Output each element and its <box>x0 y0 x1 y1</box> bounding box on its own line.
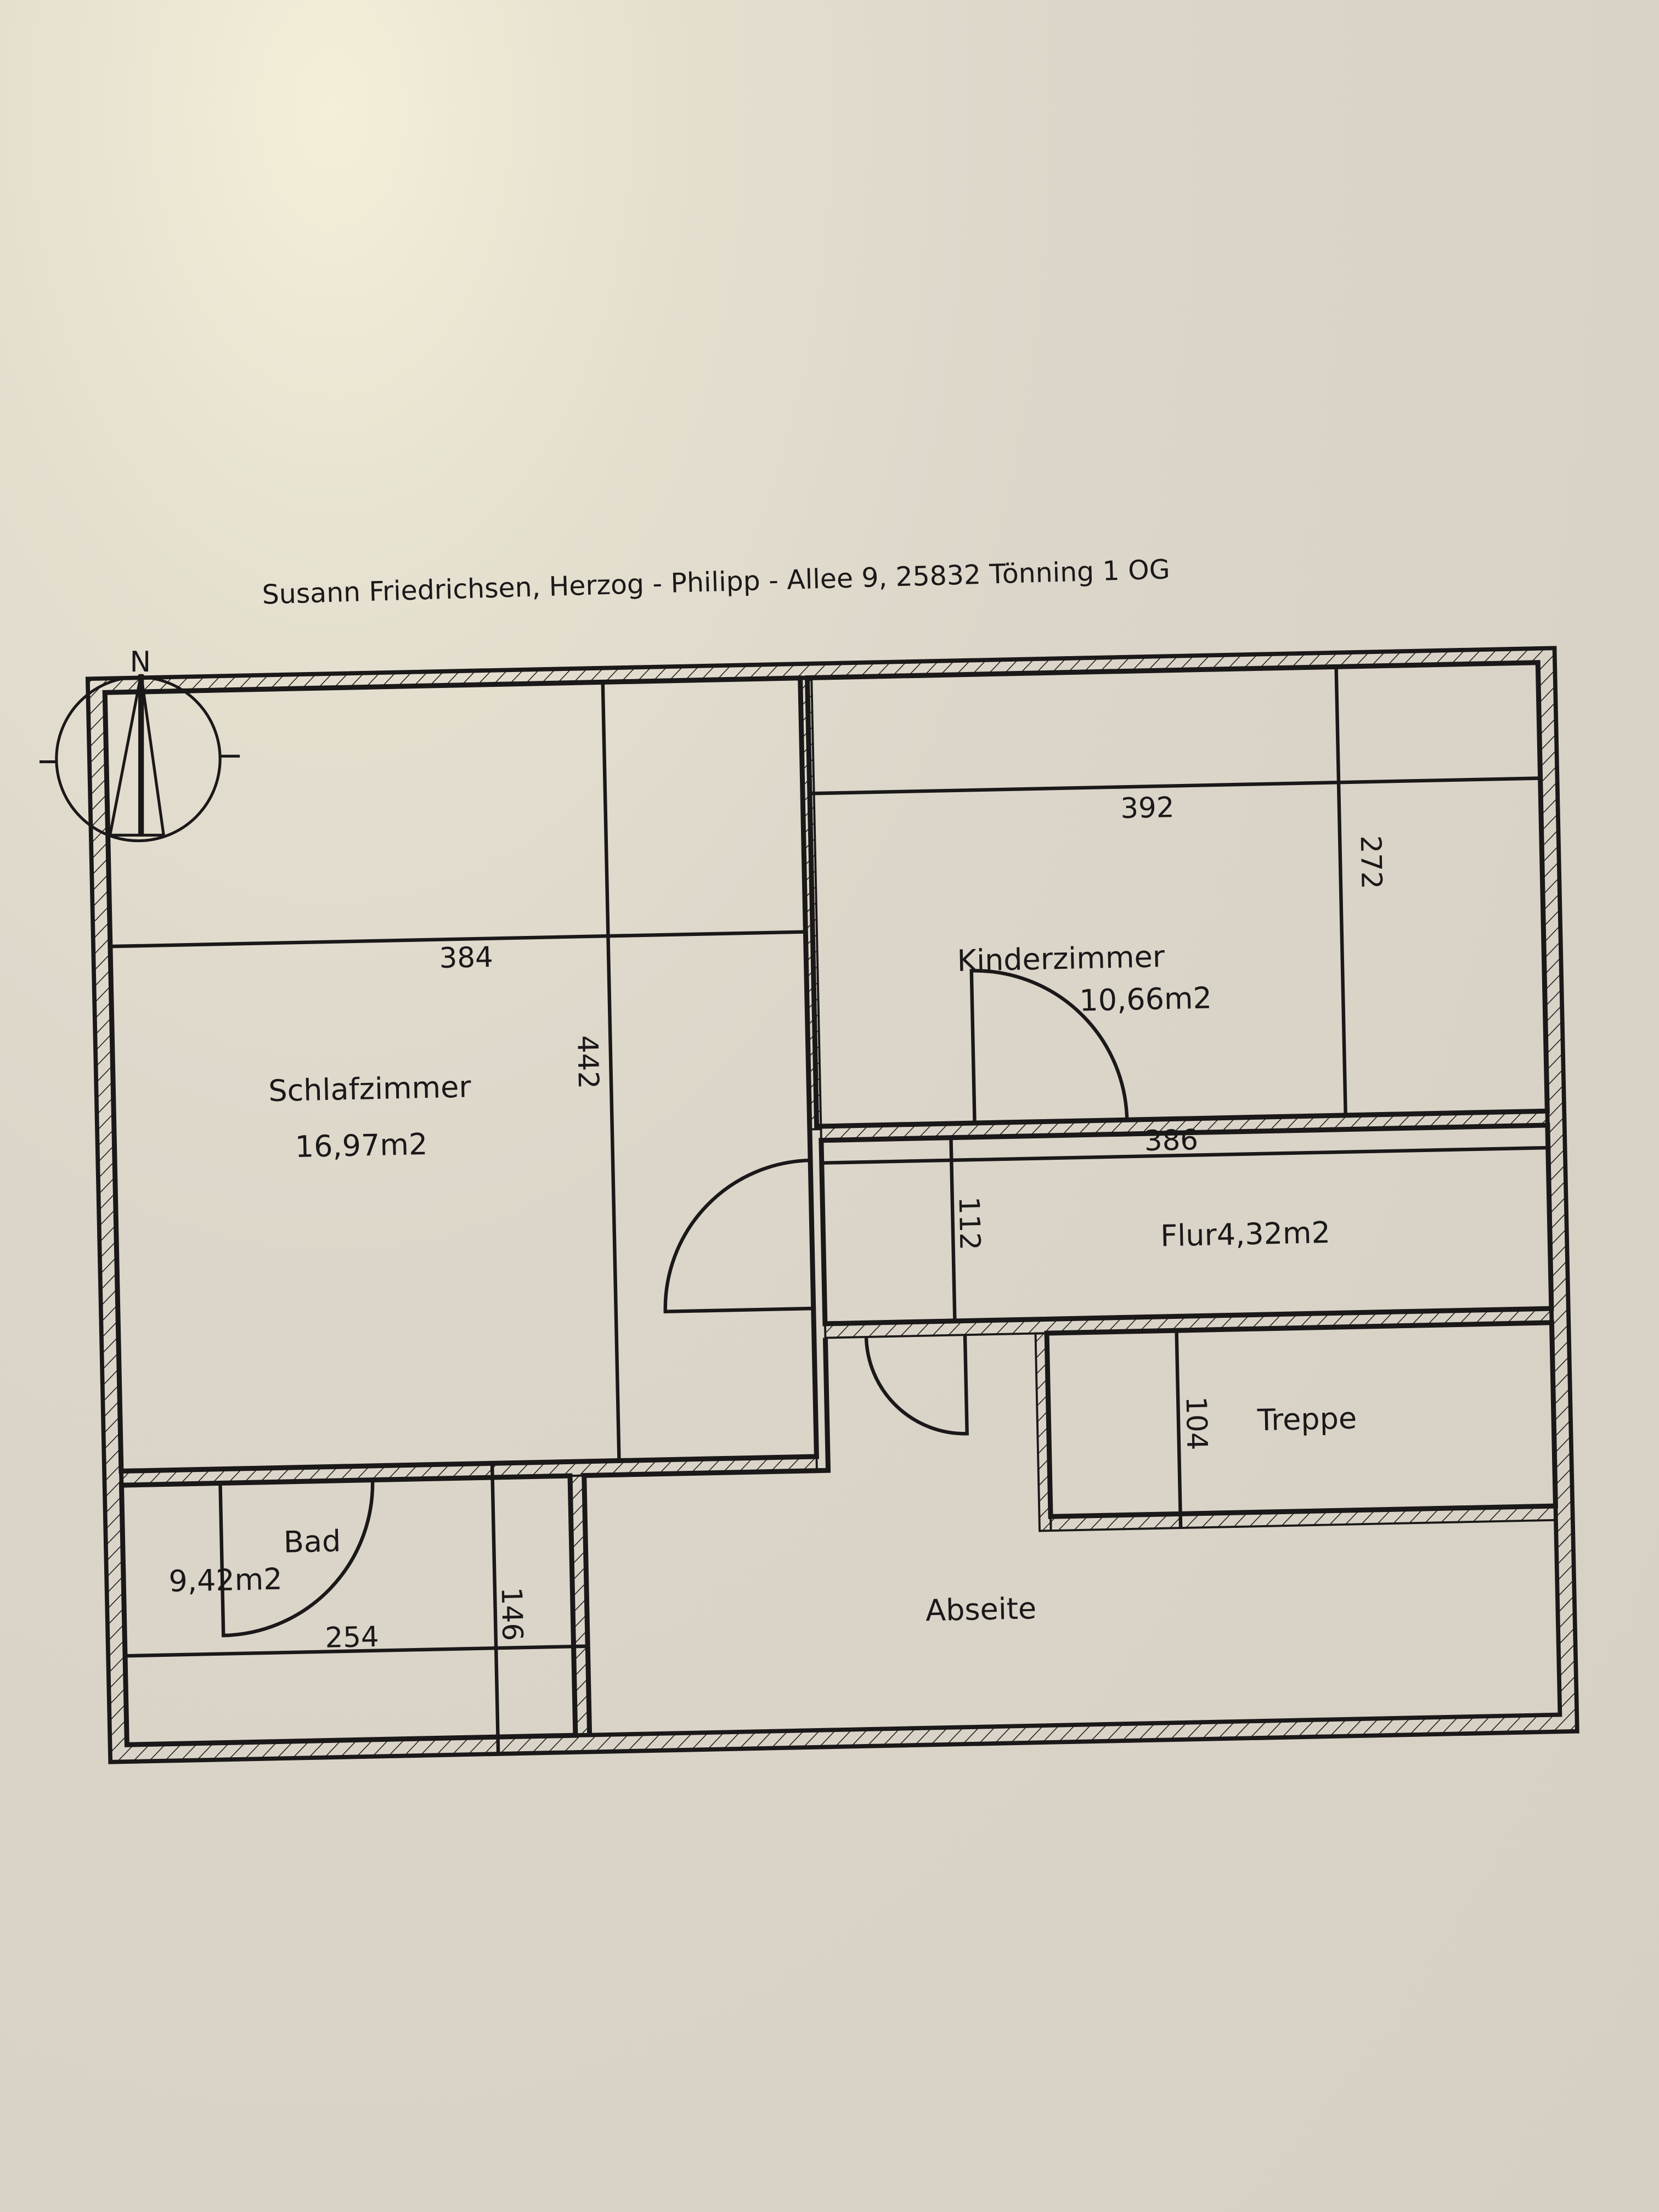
room-area-bad: 9,42m2 <box>168 1562 283 1599</box>
outer-wall <box>85 646 1579 1764</box>
dim-line-442 <box>601 682 621 1461</box>
dim-line-254 <box>125 1644 588 1658</box>
dim-label-254: 254 <box>325 1621 379 1655</box>
door-abseite <box>864 1335 969 1436</box>
room-area-kinderzimmer: 10,66m2 <box>1079 980 1212 1018</box>
dim-line-272 <box>1334 667 1347 1115</box>
dim-line-384 <box>110 930 806 949</box>
room-name-abseite: Abseite <box>926 1591 1037 1628</box>
dim-line-104 <box>1175 1330 1183 1528</box>
dim-line-386 <box>821 1146 1548 1165</box>
wall-abseite <box>582 1338 831 1735</box>
room-name-flur: Flur4,32m2 <box>1160 1215 1331 1253</box>
dim-line-112 <box>949 1137 957 1321</box>
room-name-schlafzimmer: Schlafzimmer <box>268 1069 472 1108</box>
wall-treppe-left <box>1034 1332 1052 1532</box>
dim-label-112: 112 <box>952 1196 986 1250</box>
dim-label-384: 384 <box>439 941 493 975</box>
dim-label-104: 104 <box>1180 1396 1214 1451</box>
dim-label-272: 272 <box>1354 835 1388 889</box>
dim-line-146 <box>490 1463 500 1754</box>
dim-label-146: 146 <box>495 1587 529 1641</box>
dim-label-392: 392 <box>1120 791 1175 825</box>
wall-partition <box>799 676 822 1131</box>
dim-label-386: 386 <box>1144 1124 1198 1158</box>
door-bad <box>218 1480 375 1638</box>
room-name-kinderzimmer: Kinderzimmer <box>957 939 1165 978</box>
plan-title: Susann Friedrichsen, Herzog - Philipp - … <box>262 554 1170 610</box>
wall-flur-top <box>820 1110 1549 1142</box>
wall-treppe-bottom <box>1049 1505 1557 1532</box>
dim-line-392 <box>809 776 1541 795</box>
wall-bad-top <box>120 1455 818 1487</box>
north-arrow-icon: N <box>40 646 240 843</box>
door-schlafzimmer <box>663 1158 814 1313</box>
room-name-bad: Bad <box>283 1523 341 1559</box>
dim-label-442: 442 <box>571 1035 605 1089</box>
door-kinderzimmer <box>969 969 1129 1124</box>
room-area-schlafzimmer: 16,97m2 <box>295 1127 428 1164</box>
compass-north-label: N <box>130 646 151 679</box>
room-name-treppe: Treppe <box>1256 1401 1357 1437</box>
wall-kinderzimmer <box>804 660 1550 1129</box>
